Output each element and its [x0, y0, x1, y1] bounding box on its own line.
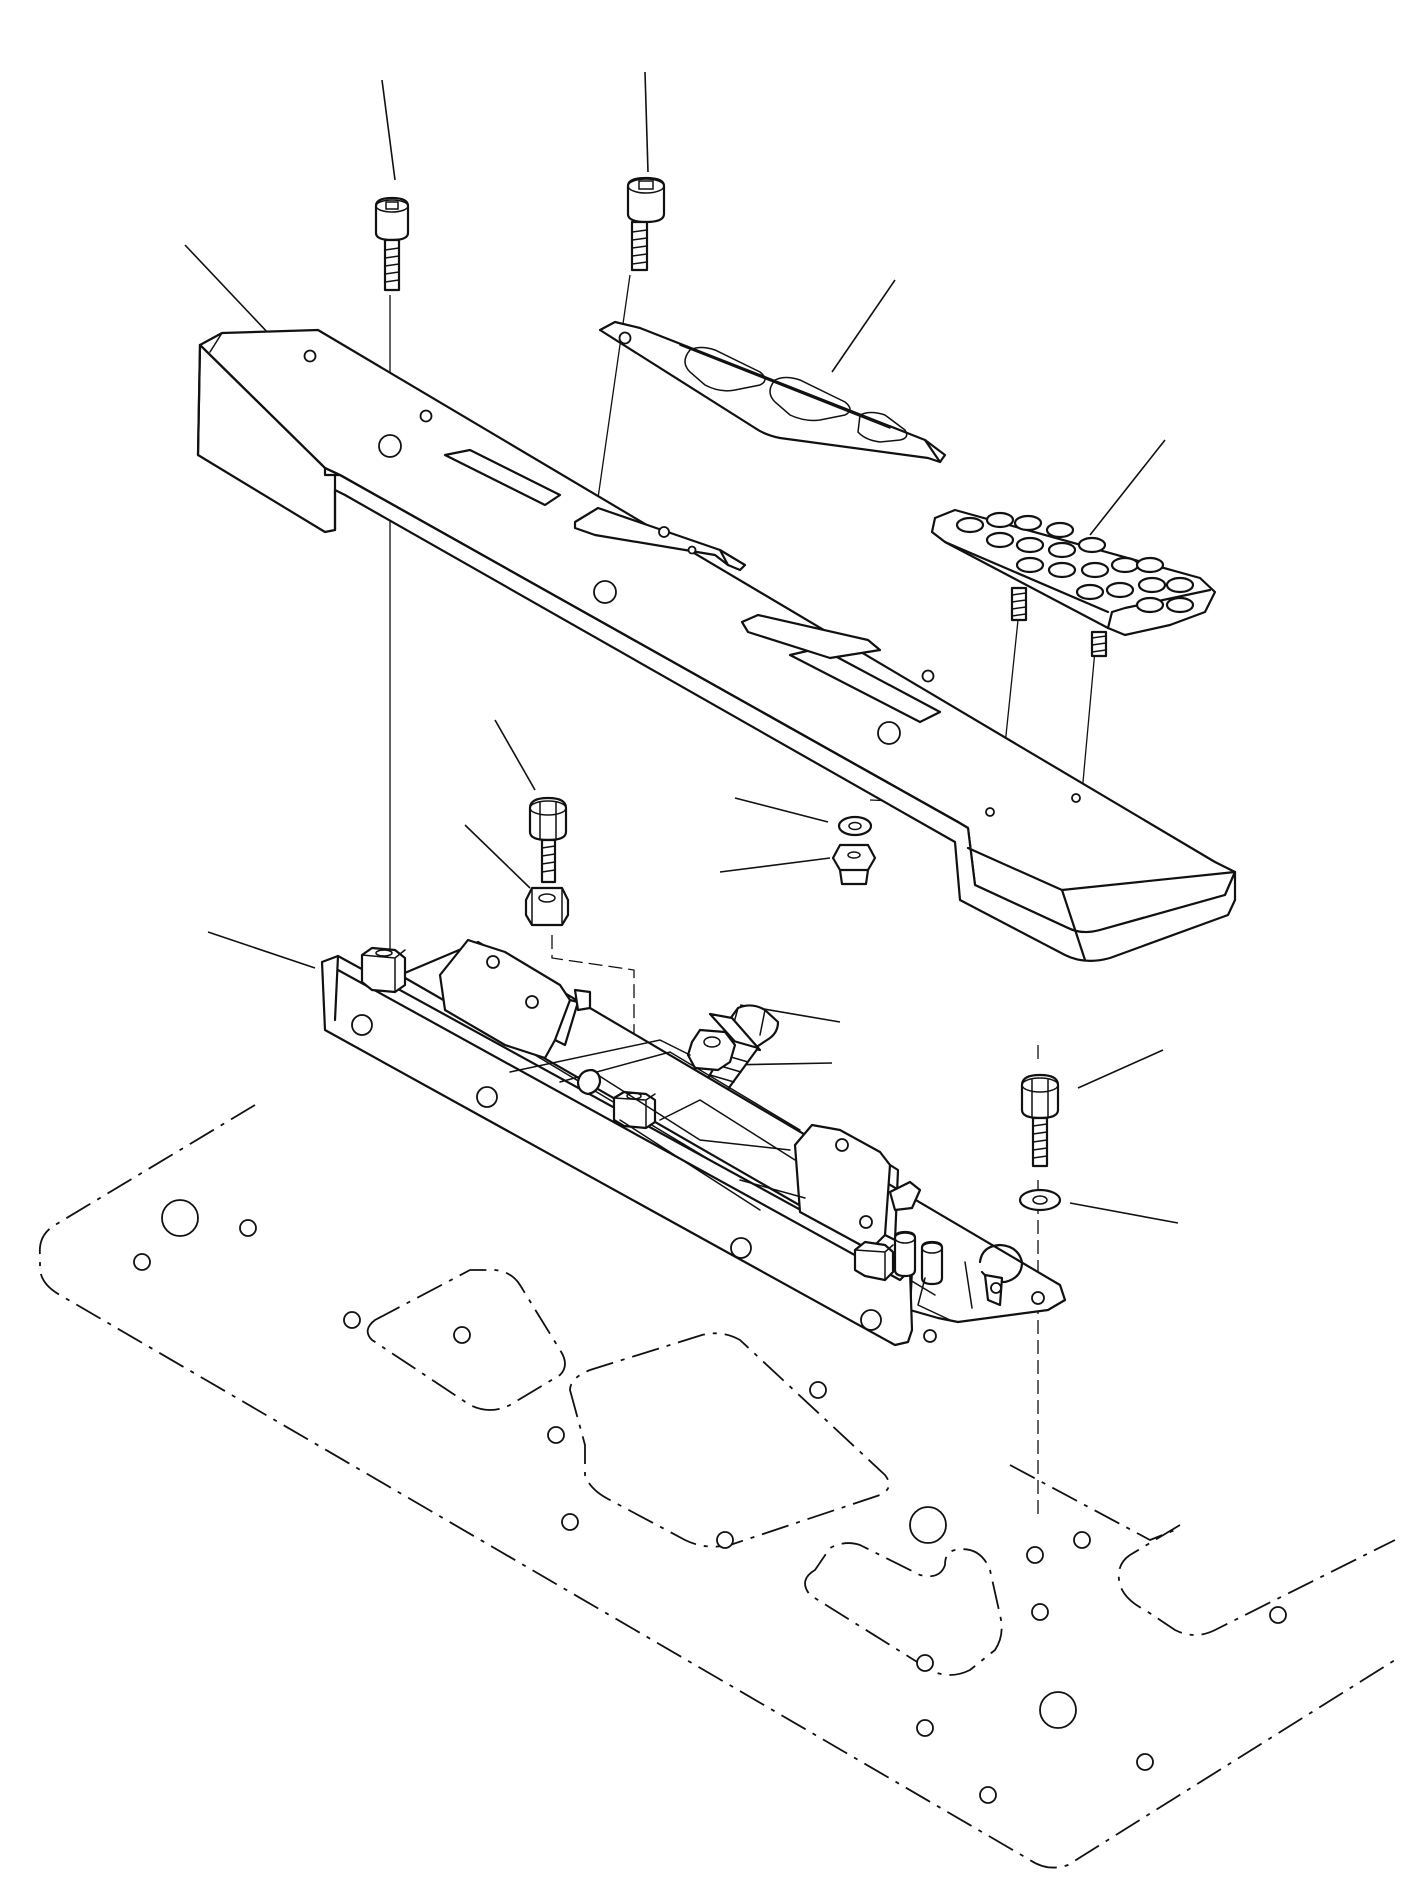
leader-line [184, 244, 271, 336]
leader-line [464, 824, 531, 889]
leader-line [494, 719, 536, 791]
cap-screw-icon [626, 176, 666, 272]
hex-bolt-icon [528, 796, 568, 884]
floor-plate [38, 1104, 1396, 1869]
leader-line [1089, 439, 1166, 536]
top-cover-panel [196, 328, 1237, 962]
switch-buttons [955, 511, 1195, 614]
hex-nut-icon [686, 1028, 737, 1072]
leader-line [1077, 1049, 1164, 1089]
cap-screw-icon [374, 196, 410, 292]
slotted-cover-plate [598, 320, 947, 464]
hex-nut-icon [831, 843, 877, 886]
mounting-bracket [320, 938, 1067, 1347]
leader-line [644, 71, 649, 173]
washer-icon [837, 815, 873, 837]
leader-line [1069, 1202, 1179, 1224]
leader-line [381, 79, 396, 181]
threaded-stud [1090, 630, 1108, 658]
leader-line [207, 931, 316, 969]
threaded-stud [1010, 586, 1028, 622]
leader-lines [184, 71, 1179, 1224]
hex-bolt-icon [1020, 1073, 1060, 1168]
hex-nut-icon [524, 886, 570, 927]
switch-button-panel [930, 508, 1217, 658]
leader-line [719, 857, 831, 873]
leader-line [734, 797, 829, 823]
leader-line [831, 279, 896, 373]
washer-icon [1018, 1188, 1062, 1212]
